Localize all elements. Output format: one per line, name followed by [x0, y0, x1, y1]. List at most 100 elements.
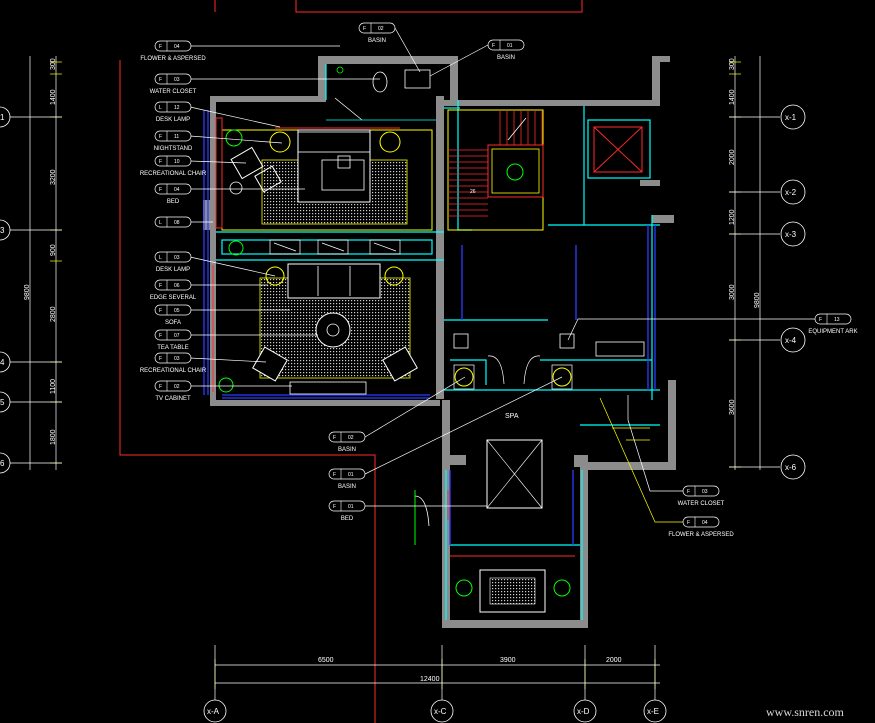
tag-number: 02 — [378, 26, 384, 32]
tag-name: BED — [167, 199, 180, 205]
tag-number: 08 — [174, 220, 180, 226]
tag-box — [154, 73, 192, 85]
tag-number: 04 — [702, 520, 708, 526]
tag-name: RECREATIONAL CHAIR — [140, 171, 207, 177]
tag-box — [682, 485, 720, 497]
right-dim-6: 3600 — [729, 399, 736, 415]
tag-box — [154, 40, 192, 52]
tag-box — [328, 500, 366, 512]
tag-number: 01 — [348, 504, 354, 510]
wardrobe — [269, 239, 401, 255]
right-dim-total: 9800 — [754, 292, 761, 308]
tag-number: 02 — [348, 435, 354, 441]
tag-box — [682, 516, 720, 528]
left-dim-2: 1400 — [50, 89, 57, 105]
bottom-dim-1: 6500 — [318, 657, 334, 664]
bottom-dim-3: 2000 — [606, 657, 622, 664]
elevator-shaft — [593, 126, 643, 173]
left-tag-group — [189, 45, 380, 387]
left-axis-bubbles: 1 3 4 5 6 — [0, 106, 11, 474]
tag-box — [154, 216, 192, 228]
tag-box — [328, 468, 366, 480]
tag-number: 01 — [348, 472, 354, 478]
tag-number: 13 — [834, 317, 840, 323]
tag-number: 02 — [174, 384, 180, 390]
left-axis-6: 6 — [0, 459, 5, 468]
tag-category: F — [159, 134, 162, 140]
tag-name: DESK LAMP — [156, 117, 190, 123]
tag-name: BASIN — [338, 484, 356, 490]
tag-name: SOFA — [165, 320, 181, 326]
tag-name: FLOWER & ASPERSED — [140, 56, 206, 62]
center-tag-leaders — [364, 376, 563, 507]
left-axis-4: 4 — [0, 358, 5, 367]
tag-name: WATER CLOSET — [678, 501, 725, 507]
tag-box — [154, 352, 192, 364]
right-axis-x6: x-6 — [785, 463, 797, 472]
tag-category: F — [333, 504, 336, 510]
right-axis-x1: x-1 — [785, 113, 797, 122]
bottom-axis-xe: x-E — [647, 707, 659, 716]
tag-box — [154, 183, 192, 195]
left-dim-7: 1800 — [50, 429, 57, 445]
tag-number: 12 — [174, 105, 180, 111]
tag-box — [358, 22, 396, 34]
tag-category: F — [159, 283, 162, 289]
tag-name: TEA TABLE — [157, 345, 188, 351]
right-dim-4: 1200 — [729, 209, 736, 225]
tag-category: F — [159, 187, 162, 193]
right-dimension-labels: 300 1400 2000 1200 3000 3600 9800 — [729, 58, 761, 415]
tag-name: FLOWER & ASPERSED — [668, 532, 734, 538]
tag-box — [154, 380, 192, 392]
tag-name: WATER CLOSET — [150, 89, 197, 95]
tag-category: F — [687, 489, 690, 495]
tag-name: BASIN — [497, 55, 515, 61]
tag-category: F — [159, 356, 162, 362]
tag-number: 03 — [174, 77, 180, 83]
tag-category: F — [159, 159, 162, 165]
left-dim-5: 2800 — [50, 306, 57, 322]
left-axis-1: 1 — [0, 113, 5, 122]
staircase: 26 — [447, 109, 544, 231]
tag-number: 11 — [174, 134, 179, 140]
dimension-lines — [8, 56, 780, 700]
tag-box — [154, 304, 192, 316]
tag-box — [154, 130, 192, 142]
tag-category: F — [159, 77, 162, 83]
tag-box — [154, 329, 192, 341]
tag-category: F — [363, 26, 366, 32]
bottom-dimension-labels: 6500 3900 2000 12400 — [318, 657, 622, 683]
left-dim-1: 300 — [50, 58, 57, 70]
right-tag-leaders — [567, 318, 815, 523]
right-axis-x4: x-4 — [785, 336, 797, 345]
tag-box — [154, 101, 192, 113]
tag-name: EDGE SEVERAL — [150, 295, 197, 301]
left-dimension-labels: 300 1400 3200 900 2800 1100 1800 9800 — [24, 58, 57, 445]
tag-category: F — [687, 520, 690, 526]
tag-box — [328, 431, 366, 443]
bottom-axis-xc: x-C — [434, 707, 447, 716]
tag-category: F — [819, 317, 822, 323]
tag-name: TV CABINET — [155, 396, 191, 402]
stair-number: 26 — [470, 189, 476, 195]
tag-name: BED — [341, 516, 354, 522]
right-axis-x2: x-2 — [785, 188, 797, 197]
bottom-dim-2: 3900 — [500, 657, 516, 664]
tag-category: F — [159, 308, 162, 314]
tag-name: EQUIPMENT ARK — [808, 329, 857, 335]
tag-name: BASIN — [368, 38, 386, 44]
top-bathroom — [326, 66, 436, 121]
tag-category: F — [492, 43, 495, 49]
tag-number: 03 — [702, 489, 708, 495]
